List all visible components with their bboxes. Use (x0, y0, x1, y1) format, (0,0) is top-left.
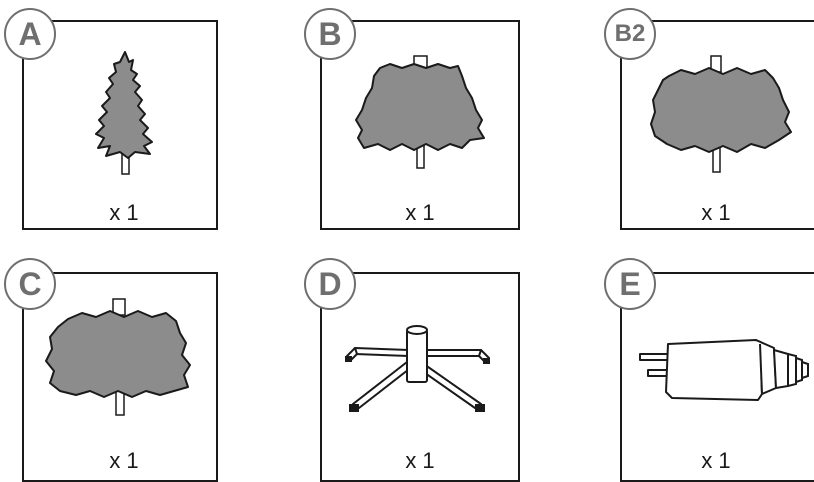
part-e-quantity: x 1 (701, 448, 731, 473)
part-label-d-badge: D (304, 258, 356, 310)
power-adapter-illustration (639, 339, 809, 401)
part-b-quantity: x 1 (405, 200, 435, 225)
part-label-e-badge: E (604, 258, 656, 310)
part-d-quantity: x 1 (405, 448, 435, 473)
part-b2-quantity: x 1 (701, 200, 731, 225)
tree-top-section-illustration (95, 51, 153, 175)
tree-stand-illustration (345, 325, 490, 412)
tree-middle-section-2-illustration (650, 55, 792, 173)
part-a-quantity: x 1 (109, 200, 139, 225)
part-c-quantity: x 1 (109, 448, 139, 473)
part-label-a-badge: A (4, 8, 56, 60)
part-label-b2-badge: B2 (604, 8, 656, 60)
part-label-b-badge: B (304, 8, 356, 60)
tree-middle-section-illustration (355, 55, 485, 169)
part-label-c-badge: C (4, 258, 56, 310)
tree-bottom-section-illustration (45, 298, 191, 416)
part-panel-b (320, 20, 520, 230)
